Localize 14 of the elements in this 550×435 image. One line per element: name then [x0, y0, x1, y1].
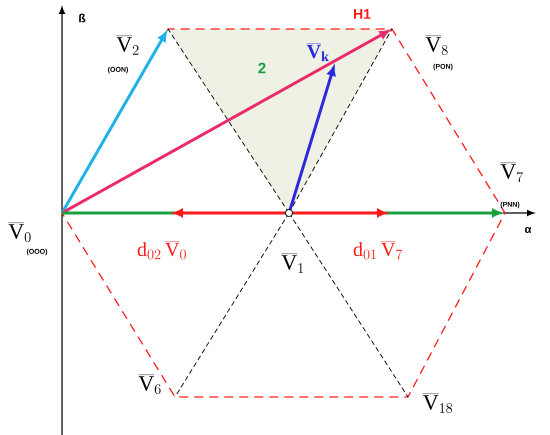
vector-label: $\mathrm{d}_{01}\,\overline{\mathrm{V}}_7$ [354, 241, 402, 260]
text-label: H1 [354, 9, 371, 19]
vector-label: $\overline{\mathrm{V}}_8$ [425, 36, 448, 56]
vector-label: $\overline{\mathrm{V}}_6$ [138, 374, 161, 394]
vector-label: $\mathrm{d}_{02}\,\overline{\mathrm{V}}_0$ [138, 241, 186, 260]
text-label: α [525, 226, 532, 233]
vector-label: $\overline{\mathrm{V}}_1$ [281, 254, 304, 273]
vector-label: $\overline{\mathrm{V}}_2$ [116, 36, 138, 55]
text-label: ß [79, 14, 86, 22]
vector-label: $\overline{\mathrm{V}}_7$ [500, 162, 523, 182]
vector-label: $\overline{\mathbf{V}}_{\mathbf{k}}$ [306, 43, 329, 62]
vector-label: $\overline{\mathrm{V}}_0$ [8, 222, 31, 242]
vector-label: $\overline{\mathrm{V}}_{18}$ [422, 394, 452, 414]
text-label: 2 [258, 62, 266, 74]
